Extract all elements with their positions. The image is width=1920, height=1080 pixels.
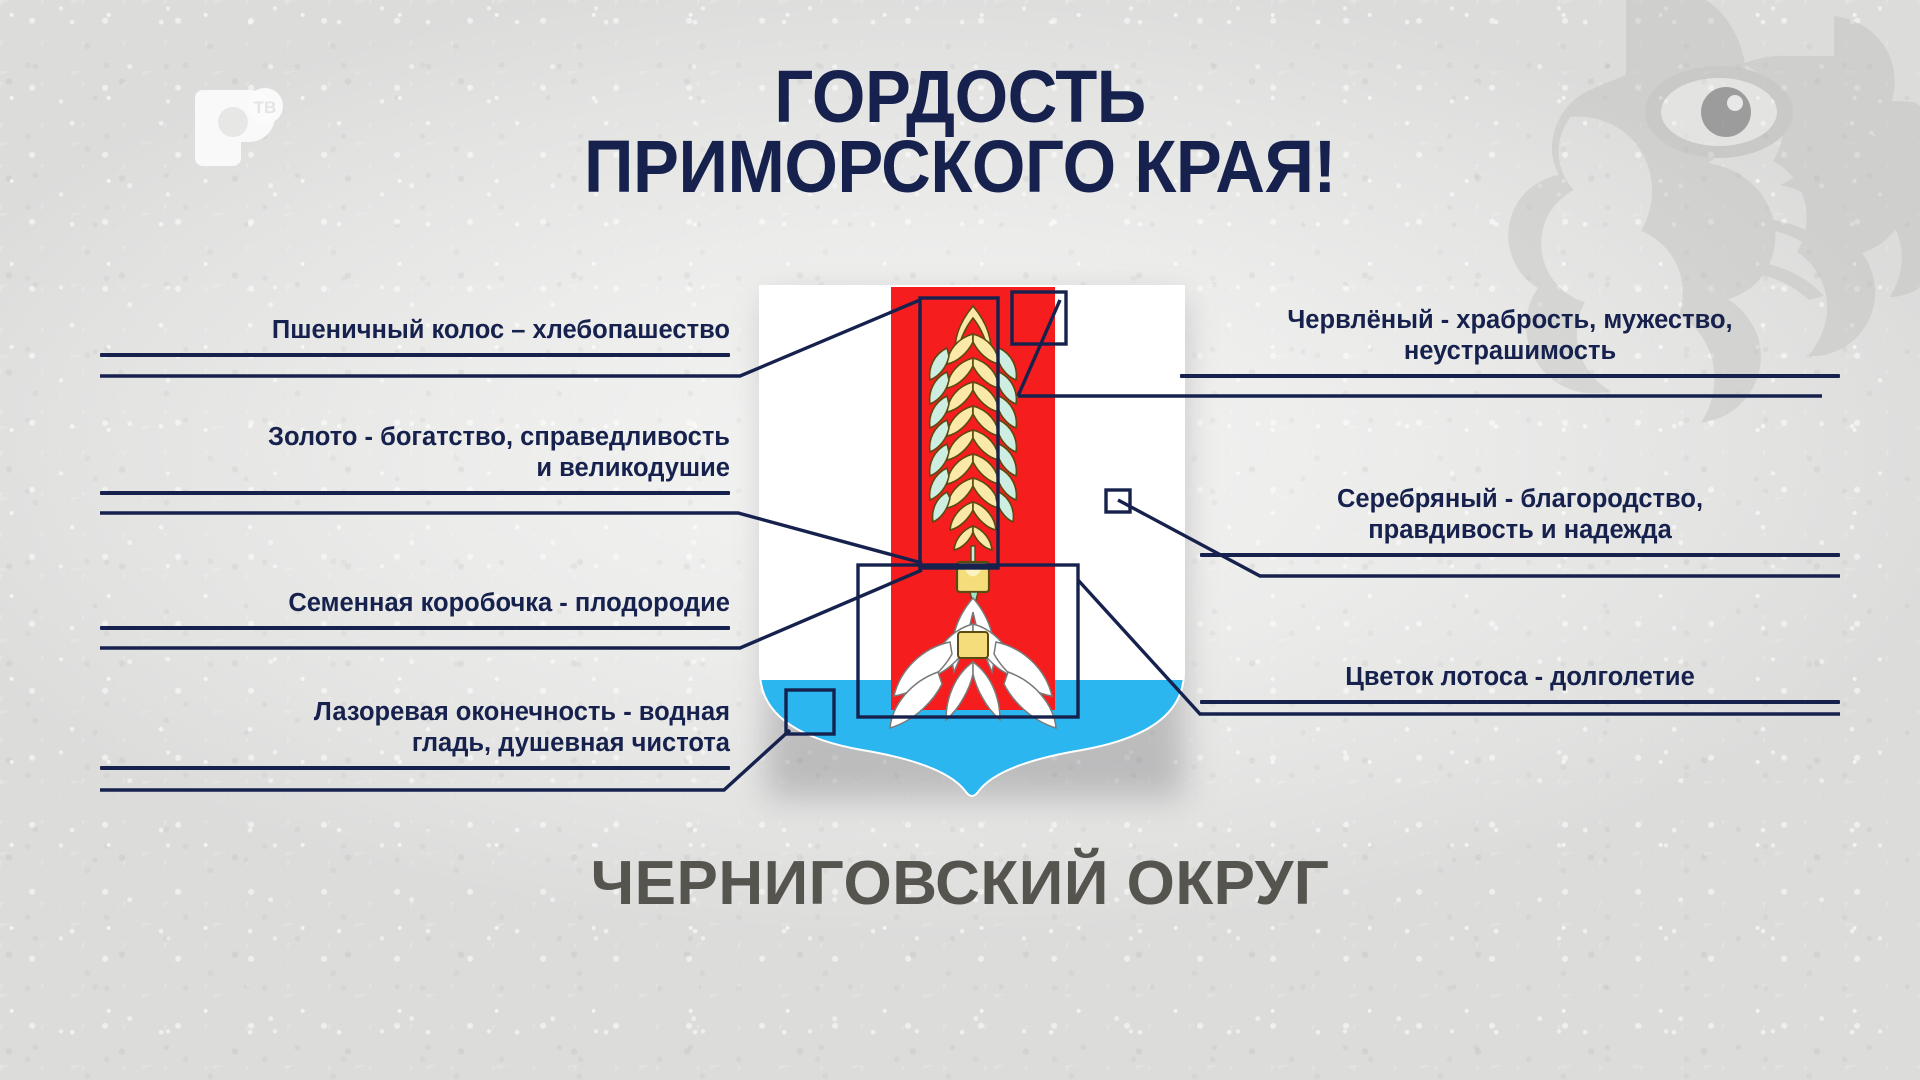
title-line-1: ГОРДОСТЬ <box>774 55 1146 138</box>
label-gules-line-1: Червлёный - храбрость, мужество, <box>1287 306 1733 334</box>
district-name: ЧЕРНИГОВСКИЙ ОКРУГ <box>590 849 1330 918</box>
coat-of-arms-container <box>752 280 1192 802</box>
label-gold: Золото - богатство, справедливость и вел… <box>100 422 730 495</box>
label-gules-line-2: неустрашимость <box>1403 337 1617 366</box>
label-gold-rule <box>100 491 730 495</box>
chernigovsky-coat-of-arms <box>759 285 1185 797</box>
label-seed-capsule-rule <box>100 626 730 630</box>
shield-body <box>760 286 1184 796</box>
label-azure-base: Лазоревая оконечность - водная гладь, ду… <box>100 697 730 770</box>
label-gold-line-1: Золото - богатство, справедливость <box>267 423 730 451</box>
label-wheat-ear-rule <box>100 353 730 357</box>
label-gules: Червлёный - храбрость, мужество, неустра… <box>1180 305 1840 378</box>
shield-outline <box>759 285 1185 797</box>
label-argent-line-1: Серебряный - благородство, <box>1336 485 1704 513</box>
label-argent: Серебряный - благородство, правдивость и… <box>1200 484 1840 557</box>
label-lotus: Цветок лотоса - долголетие <box>1200 662 1840 704</box>
lotus-seed-capsule <box>957 631 989 659</box>
label-argent-line-2: правдивость и надежда <box>1368 516 1672 545</box>
label-seed-capsule-line-1: Семенная коробочка - плодородие <box>288 589 730 617</box>
label-azure-base-rule <box>100 766 730 770</box>
label-azure-base-line-1: Лазоревая оконечность - водная <box>313 698 730 726</box>
label-argent-rule <box>1200 553 1840 557</box>
label-gold-line-2: и великодушие <box>536 454 730 483</box>
label-lotus-line-1: Цветок лотоса - долголетие <box>1345 663 1695 691</box>
label-gules-rule <box>1180 374 1840 378</box>
label-azure-base-line-2: гладь, душевная чистота <box>411 729 730 758</box>
otv-logo-badge-text: ТВ <box>254 98 277 117</box>
label-lotus-rule <box>1200 700 1840 704</box>
title-line-2: ПРИМОРСКОГО КРАЯ! <box>584 124 1336 208</box>
page-title: ГОРДОСТЬ ПРИМОРСКОГО КРАЯ! <box>67 55 1853 208</box>
label-wheat-ear-line-1: Пшеничный колос – хлебопашество <box>271 316 730 344</box>
label-seed-capsule: Семенная коробочка - плодородие <box>100 588 730 630</box>
otv-logo: ТВ <box>195 88 283 166</box>
label-wheat-ear: Пшеничный колос – хлебопашество <box>100 315 730 357</box>
